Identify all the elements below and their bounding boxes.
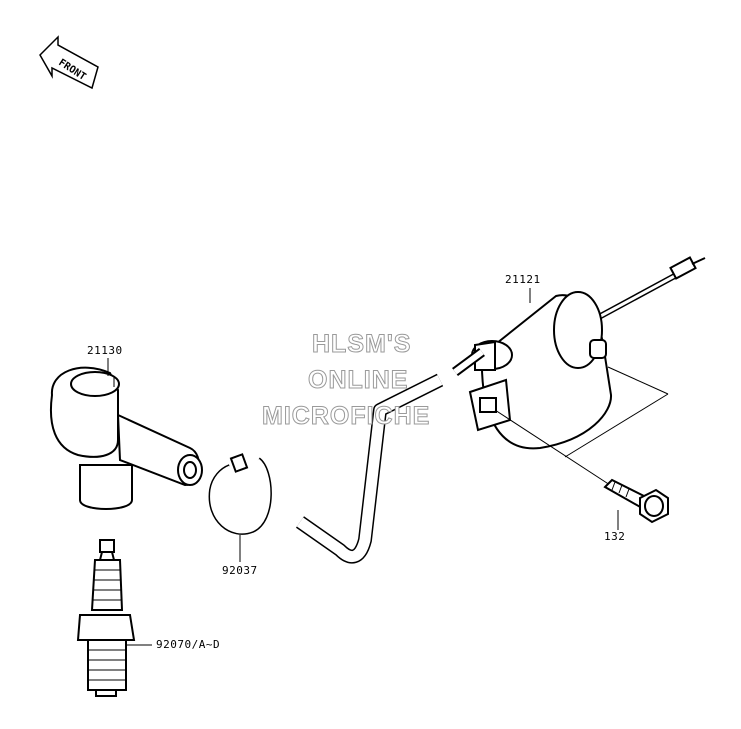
clamp: [208, 453, 272, 535]
callout-leaders: [107, 288, 619, 646]
part-number-ignition-coil: 21121: [505, 273, 541, 286]
watermark-line-3: MICROFICHE: [261, 402, 431, 431]
watermark-line-2: ONLINE: [307, 366, 409, 395]
high-tension-lead: [295, 373, 444, 564]
spark-plug-cap: [50, 366, 203, 510]
spark-plug: [76, 539, 136, 697]
watermark-line-1: HLSM'S: [311, 330, 412, 359]
mount-reference-lines: [494, 366, 669, 486]
part-number-clamp: 92037: [222, 564, 258, 577]
part-number-bolt: 132: [604, 530, 626, 543]
ignition-coil: [452, 256, 706, 450]
part-number-spark-plug-cap: 21130: [87, 344, 123, 357]
part-number-spark-plug: 92070/A~D: [156, 638, 221, 651]
bolt: [603, 478, 669, 524]
front-arrow-icon: [39, 35, 99, 90]
